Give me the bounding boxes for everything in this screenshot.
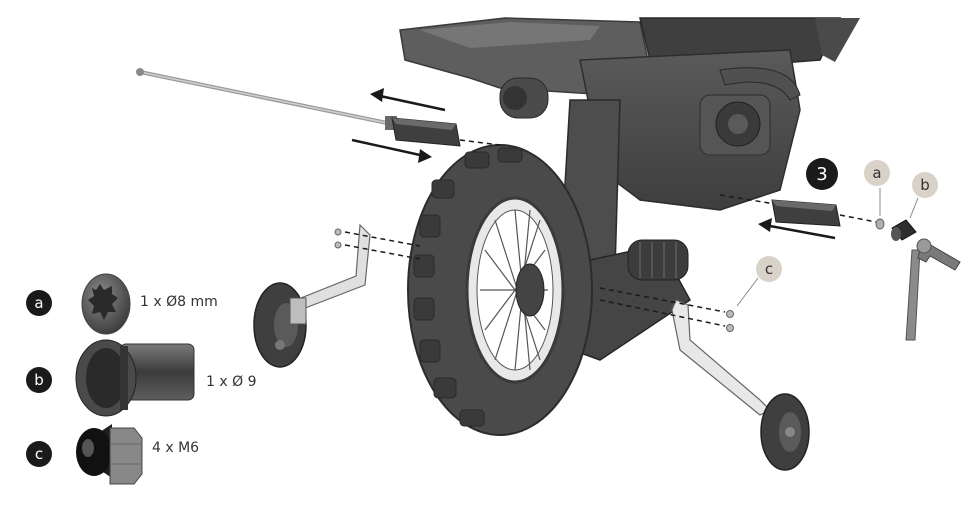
- callout-b-badge: b: [912, 172, 938, 198]
- legend-a-badge: a: [26, 290, 52, 316]
- legend-b-quantity: 1 x Ø 9: [206, 374, 257, 390]
- callout-c-badge: c: [756, 256, 782, 282]
- legend-c-badge: c: [26, 441, 52, 467]
- axle-sleeve-left-icon: [391, 117, 461, 147]
- hex-nut-icon: [76, 424, 143, 485]
- callout-a-badge: a: [864, 160, 890, 186]
- arrow-in-icon: [351, 138, 432, 163]
- part-b-spacer-icon: [891, 219, 917, 241]
- training-wheel-left-icon: [253, 223, 371, 368]
- cap-nut-icon: [81, 273, 131, 335]
- arrow-out-icon: [370, 88, 446, 112]
- hammer-icon: [905, 238, 961, 341]
- part-c-nut-icon: [726, 310, 734, 318]
- axle-sleeve-right-icon: [771, 199, 841, 227]
- step-number-badge: 3: [806, 158, 838, 190]
- axle-rod-icon: [136, 68, 397, 130]
- legend-c-quantity: 4 x M6: [152, 440, 200, 456]
- spacer-tube-icon: [75, 339, 195, 417]
- arrow-in-right-icon: [758, 218, 836, 240]
- legend-a-quantity: 1 x Ø8 mm: [140, 294, 218, 310]
- training-wheel-right-icon: [671, 299, 810, 471]
- legend-b-badge: b: [26, 367, 52, 393]
- rear-wheel-icon: [407, 144, 593, 436]
- part-a-cap-icon: [875, 218, 885, 230]
